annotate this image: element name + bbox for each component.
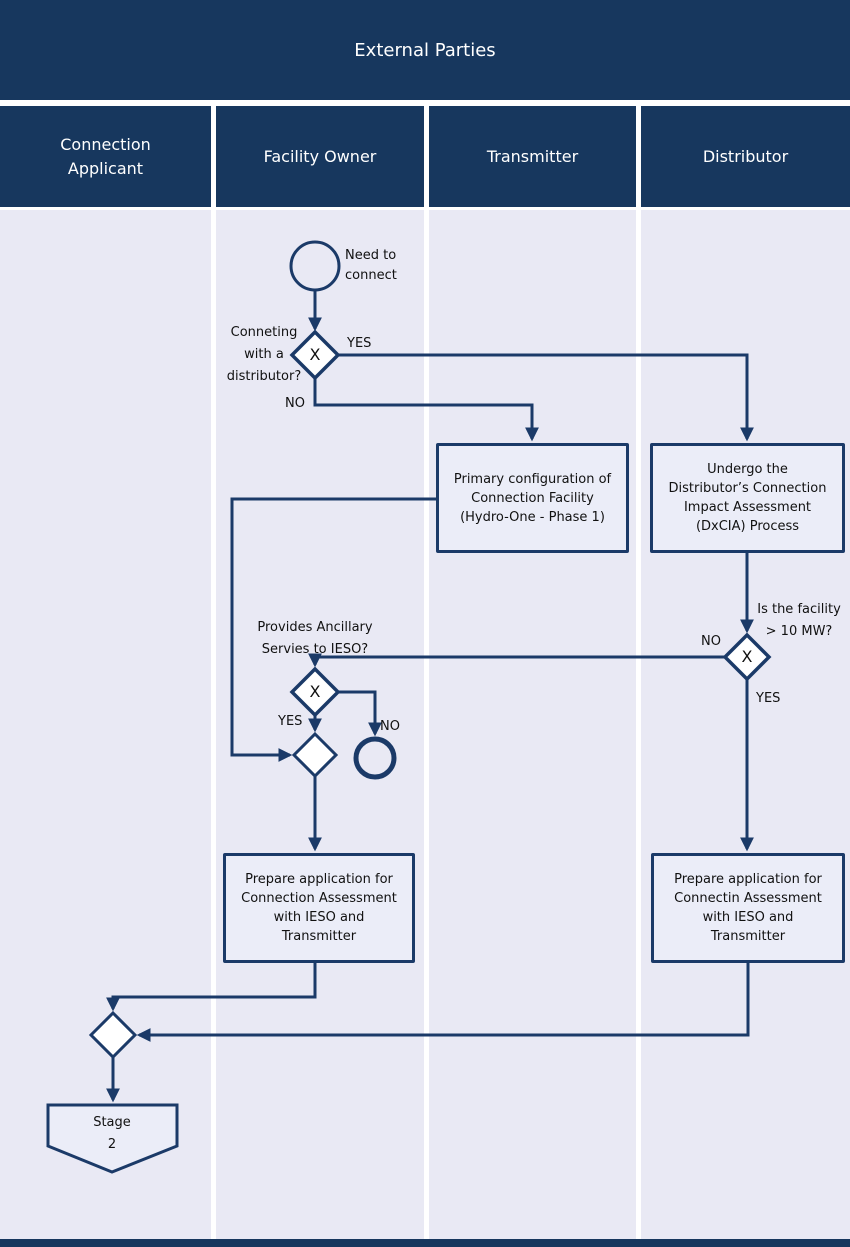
lane-header-label: Facility Owner	[263, 146, 377, 166]
process-undergo-dxcia: Undergo the Distributor’s Connection Imp…	[650, 443, 845, 553]
lane-header-distributor: Distributor	[641, 106, 850, 207]
gateway-x-icon: X	[741, 647, 753, 666]
lane-header-label: Transmitter	[486, 146, 579, 166]
lane-header-label: Distributor	[702, 146, 789, 166]
ancillary-decision-no-label: NO	[380, 719, 400, 734]
connecting-decision-question: Conneting with a distributor?	[226, 325, 302, 384]
decision-diamond-ancillary-services	[289, 666, 341, 718]
edge-prepare-facility-owner-to-final-merge	[106, 963, 317, 1012]
lane-header-connection-applicant: Connection Applicant	[0, 106, 211, 207]
connecting-decision-yes-label: YES	[347, 336, 372, 351]
start-event-label: Need to connect	[345, 248, 397, 283]
diagram-title: External Parties	[354, 39, 496, 61]
final-merge-diamond	[88, 1010, 138, 1060]
decision-diamond-connecting-distributor	[289, 329, 341, 381]
facility-size-decision-yes-label: YES	[756, 691, 781, 706]
merge-diamond-facility-owner	[291, 731, 339, 779]
edge-no-to-ancillary-decision	[308, 653, 725, 668]
edge-no-to-primary-configuration	[313, 378, 539, 442]
edge-primary-configuration-to-merge	[230, 497, 436, 762]
diagram-title-bar: External Parties	[0, 0, 850, 100]
process-prepare-application-facility-owner: Prepare application for Connection Asses…	[223, 853, 415, 963]
ancillary-decision-yes-label: YES	[278, 714, 303, 729]
edge-prepare-distributor-to-final-merge	[136, 963, 750, 1042]
edge-ancillary-no-to-end-event	[338, 690, 382, 737]
ancillary-decision-question: Provides Ancillary Servies to IESO?	[257, 620, 373, 657]
decision-diamond-facility-size	[722, 632, 772, 682]
lane-body-connection-applicant	[0, 210, 211, 1239]
lane-header-facility-owner: Facility Owner	[216, 106, 424, 207]
lane-body-transmitter	[429, 210, 636, 1239]
offpage-connector-stage2	[46, 1103, 179, 1174]
process-prepare-application-distributor: Prepare application for Connectin Assess…	[651, 853, 845, 963]
stage2-label: Stage 2	[93, 1115, 131, 1152]
gateway-x-icon: X	[309, 682, 321, 701]
gateway-x-icon: X	[309, 345, 321, 364]
end-event-circle	[353, 736, 397, 780]
connecting-decision-no-label: NO	[285, 396, 305, 411]
facility-size-decision-question: Is the facility > 10 MW?	[757, 602, 841, 639]
facility-size-decision-no-label: NO	[701, 634, 721, 649]
lane-header-transmitter: Transmitter	[429, 106, 636, 207]
process-primary-configuration: Primary configuration of Connection Faci…	[436, 443, 629, 553]
lane-header-label: Connection Applicant	[60, 134, 151, 178]
edge-yes-to-undergo-dxcia	[338, 353, 754, 442]
bottom-border-strip	[0, 1239, 850, 1247]
start-event-circle	[289, 240, 341, 292]
